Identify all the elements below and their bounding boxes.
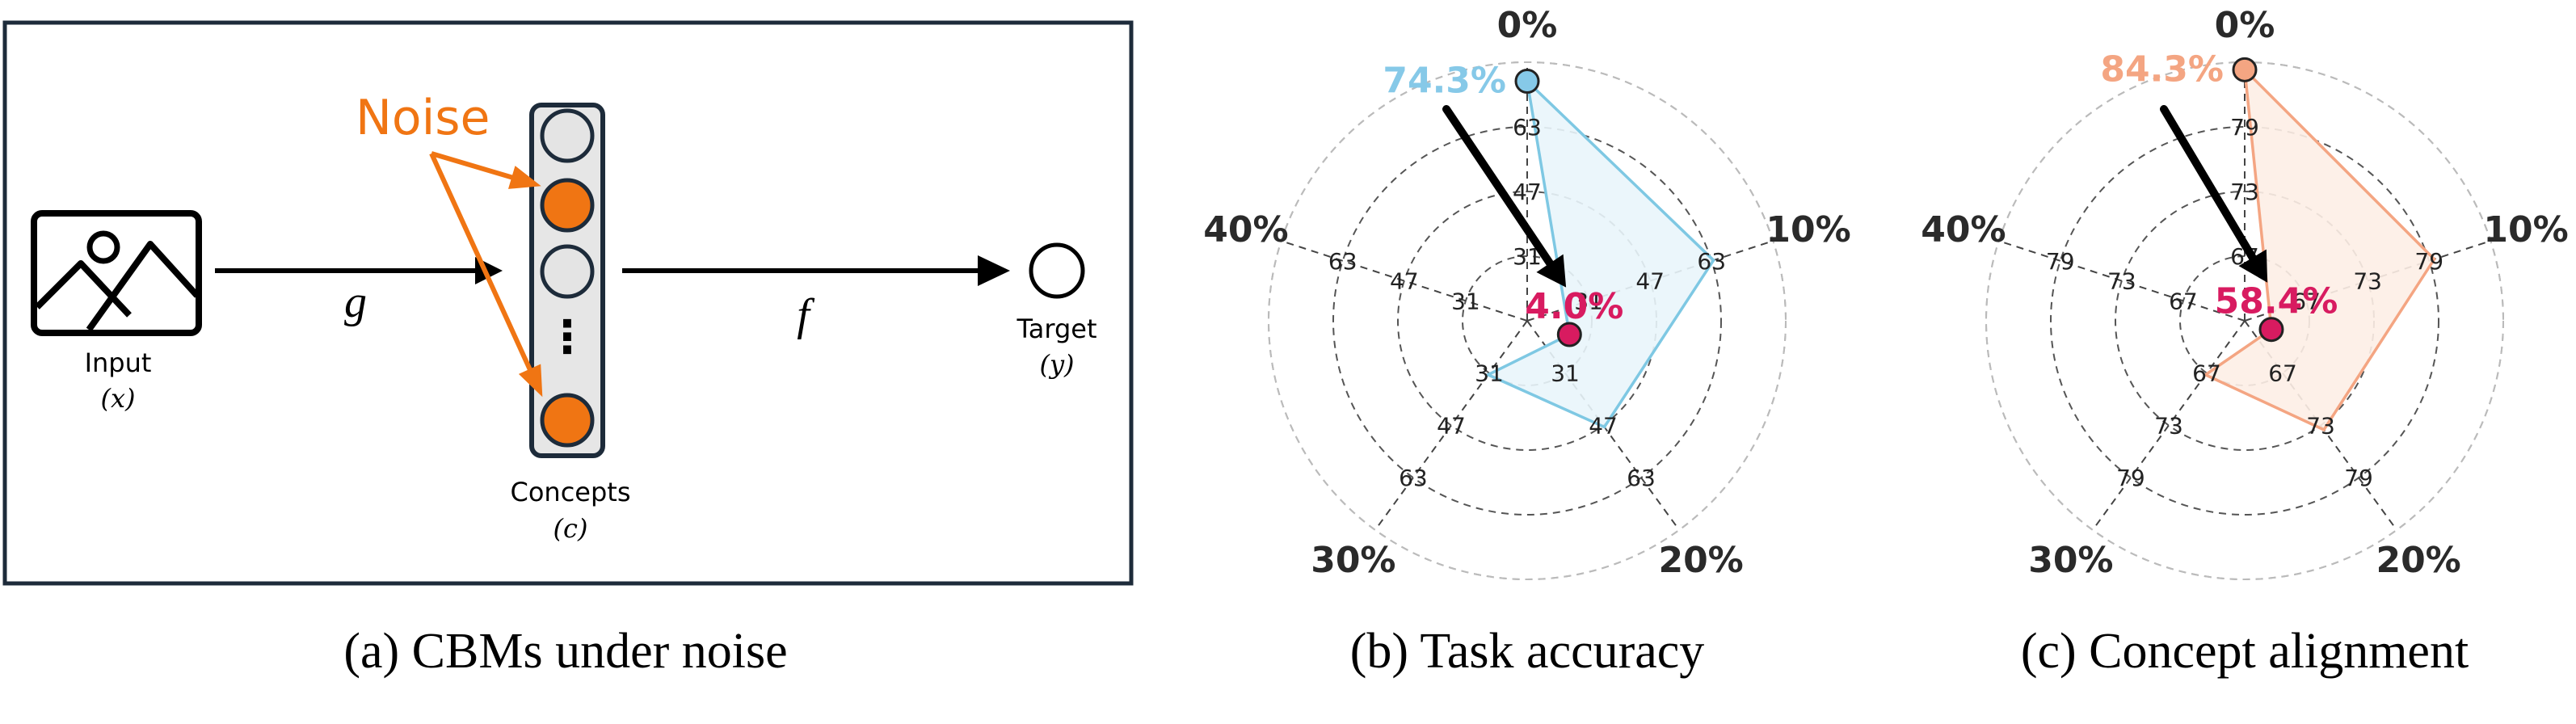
radar-series-polygon	[2202, 65, 2436, 432]
panel-c: 6767676767737373737379797979790%10%20%30…	[1921, 5, 2569, 679]
panel-c-caption: (c) Concept alignment	[2021, 624, 2469, 679]
radar-ring-label: 63	[1328, 248, 1357, 275]
radar-ring-label: 67	[2268, 360, 2297, 387]
radar-spoke	[1281, 240, 1528, 322]
radar-grid-ring	[2050, 126, 2439, 516]
radar-category-label: 30%	[1311, 540, 1395, 581]
radar-ring-label: 73	[2306, 412, 2335, 439]
radar-trend-arrow-line	[1442, 105, 1564, 282]
radar-ring-label: 79	[2230, 114, 2259, 141]
radar-category-label: 40%	[1921, 209, 2006, 250]
concepts-var: (c)	[554, 513, 588, 544]
noise-arrowhead	[518, 364, 543, 398]
radar-end-marker	[2258, 317, 2284, 343]
radar-category-label: 30%	[2028, 540, 2113, 581]
target-node	[1029, 242, 1085, 299]
radar-grid-ring	[1332, 126, 1722, 516]
radar-ring-label: 31	[1574, 288, 1603, 314]
radar-task-accuracy: 3131313131474747474763636363630%10%20%30…	[1203, 5, 1851, 581]
radar-concept-alignment: 6767676767737373737379797979790%10%20%30…	[1921, 5, 2569, 581]
panel-b-caption: (b) Task accuracy	[1350, 624, 1705, 679]
radar-trend-arrowhead	[1536, 254, 1567, 288]
radar-ring-label: 63	[1399, 465, 1428, 491]
radar-spoke	[2092, 320, 2246, 531]
target-label: Target	[1017, 314, 1097, 344]
target-var: (y)	[1039, 349, 1074, 380]
noise-arrows	[429, 151, 543, 398]
f-label: f	[797, 290, 815, 340]
radar-outer-ring	[1268, 61, 1787, 580]
radar-end-value-label: 4.0%	[1525, 286, 1623, 327]
radar-spoke	[1998, 240, 2246, 322]
radar-category-label: 10%	[1766, 209, 1850, 250]
radar-ring-label: 79	[2116, 465, 2145, 491]
noise-arrowhead	[507, 166, 541, 189]
concept-node-noisy	[540, 393, 595, 448]
f-arrowhead	[978, 255, 1010, 286]
panel-a-frame	[2, 20, 1134, 586]
concept-nodes	[540, 108, 595, 448]
radar-start-value-label: 74.3%	[1383, 61, 1506, 102]
radar-ring-label: 79	[2344, 465, 2373, 491]
radar-trend-arrowhead	[2238, 249, 2268, 283]
input-label: Input	[85, 347, 152, 378]
radar-end-marker	[1556, 322, 1582, 347]
concept-node-clean	[540, 244, 595, 299]
radar-category-label: 10%	[2483, 209, 2568, 250]
radar-ring-label: 73	[2107, 268, 2136, 295]
radar-ring-label: 79	[2046, 248, 2075, 275]
radar-ring-label: 31	[1475, 360, 1504, 387]
radar-category-label: 20%	[1658, 540, 1743, 581]
panel-b: 3131313131474747474763636363630%10%20%30…	[1203, 5, 1851, 679]
concept-node-clean	[540, 108, 595, 163]
radar-ring-label: 63	[1513, 114, 1542, 141]
radar-category-label: 40%	[1203, 209, 1288, 250]
radar-series-polygon	[1484, 77, 1715, 429]
radar-ring-label: 63	[1697, 248, 1726, 275]
radar-ring-label: 67	[2169, 288, 2198, 314]
radar-ring-label: 47	[1635, 268, 1665, 295]
noise-label: Noise	[356, 90, 490, 146]
radar-category-label: 0%	[1497, 5, 1558, 46]
input-var: (x)	[100, 383, 135, 414]
radar-ring-label: 47	[1589, 412, 1618, 439]
radar-ring-label: 47	[1437, 412, 1466, 439]
radar-spoke	[1374, 320, 1528, 531]
concepts-label: Concepts	[510, 477, 630, 507]
radar-category-label: 0%	[2215, 5, 2275, 46]
input-image-icon	[31, 210, 202, 336]
radar-trend-arrow-line	[2160, 105, 2266, 277]
concept-ellipsis: ⋮	[545, 311, 590, 364]
radar-ring-label: 79	[2414, 248, 2443, 275]
radar-start-value-label: 84.3%	[2100, 48, 2224, 90]
radar-start-marker	[2232, 57, 2258, 82]
radar-end-value-label: 58.4%	[2215, 281, 2338, 322]
panel-a-caption: (a) CBMs under noise	[343, 624, 787, 679]
radar-ring-label: 31	[1451, 288, 1480, 314]
radar-category-label: 20%	[2376, 540, 2460, 581]
radar-ring-label: 67	[2192, 360, 2221, 387]
radar-ring-label: 73	[2353, 268, 2382, 295]
radar-ring-label: 67	[2292, 288, 2321, 314]
radar-start-marker	[1514, 69, 1540, 94]
concept-node-noisy	[540, 178, 595, 233]
radar-ring-label: 73	[2230, 179, 2259, 205]
radar-ring-label: 63	[1627, 465, 1656, 491]
g-label: g	[344, 277, 367, 327]
panel-a: Input (x) g ⋮ Concepts (c) Noise f Targe…	[2, 20, 1134, 679]
radar-ring-label: 47	[1513, 179, 1542, 205]
radar-ring-label: 31	[1551, 360, 1580, 387]
noise-arrow-line	[429, 152, 542, 393]
radar-ring-label: 47	[1390, 268, 1419, 295]
radar-ring-label: 73	[2154, 412, 2183, 439]
